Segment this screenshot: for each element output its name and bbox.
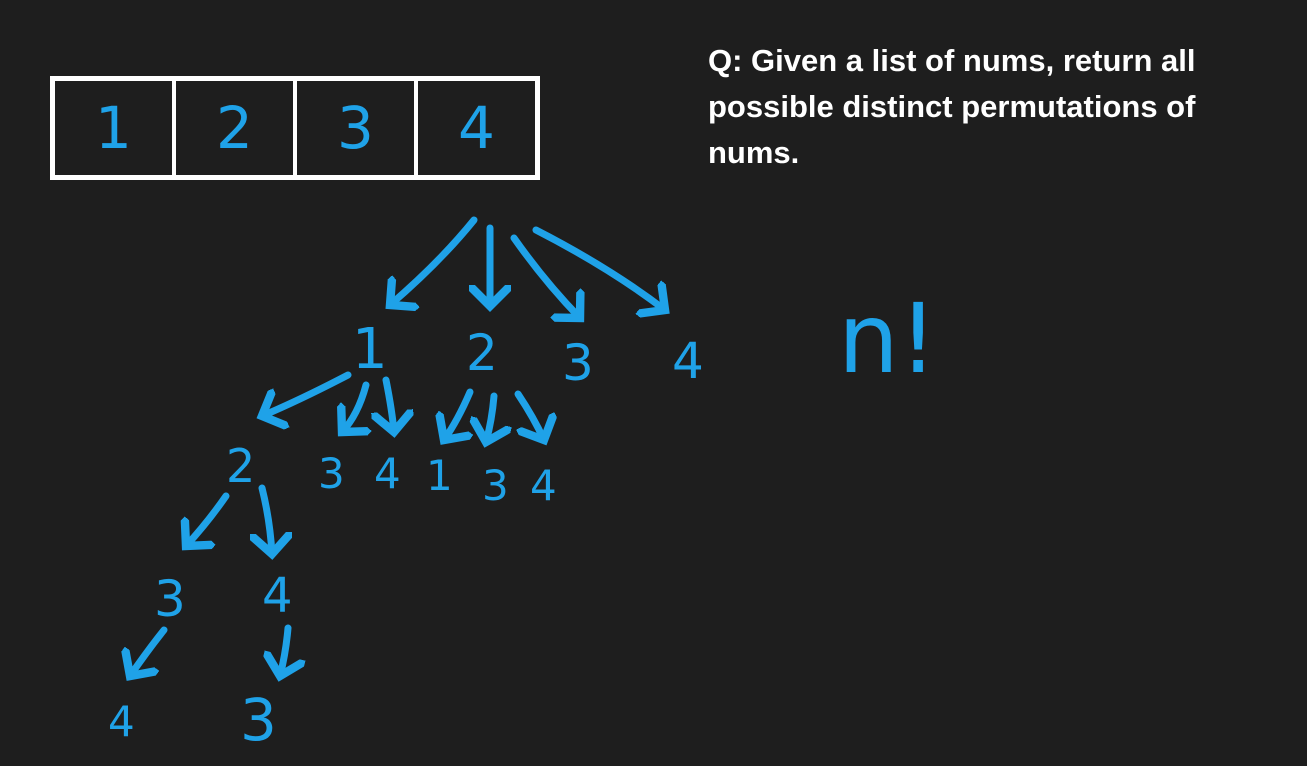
tree-node-l1: 3 (562, 334, 594, 392)
arrow-123-to-4 (130, 626, 168, 676)
arrow-1-to-2 (262, 371, 352, 416)
tree-node-l3: 4 (262, 568, 293, 624)
arrow-124-to-3 (280, 624, 288, 676)
tree-node-l2: 1 (426, 451, 453, 500)
arrow-2-to-3 (486, 392, 494, 442)
arrow-to-4 (532, 226, 665, 310)
arrow-1-to-4 (386, 376, 394, 432)
tree-node-l2: 3 (318, 449, 345, 498)
array-cell: 3 (297, 81, 418, 175)
arrow-to-1 (390, 216, 478, 305)
array-cell: 1 (55, 81, 176, 175)
tree-node-l4: 4 (108, 697, 135, 746)
question-text: Q: Given a list of nums, return all poss… (708, 43, 1196, 170)
array-cell: 2 (176, 81, 297, 175)
tree-node-l2: 4 (530, 461, 557, 510)
tree-node-l2: 3 (482, 461, 509, 510)
tree-node-l2: 2 (226, 439, 255, 493)
tree-node-l1: 4 (672, 332, 704, 390)
tree-node-l3: 3 (154, 570, 186, 628)
arrow-2-to-4 (514, 390, 544, 440)
tree-node-l2: 4 (374, 449, 401, 498)
arrow-1-to-3 (342, 381, 366, 432)
tree-node-l1: 1 (352, 317, 388, 382)
nums-array: 1 2 3 4 (50, 76, 540, 180)
arrow-12-to-3 (186, 492, 230, 546)
arrow-12-to-4 (262, 484, 272, 554)
complexity-label: n! (838, 283, 937, 395)
arrow-2-to-1 (444, 388, 474, 440)
array-cell: 4 (458, 94, 495, 162)
tree-node-l1: 2 (466, 324, 498, 382)
arrow-to-3 (510, 234, 580, 318)
tree-node-l4: 3 (240, 686, 277, 754)
